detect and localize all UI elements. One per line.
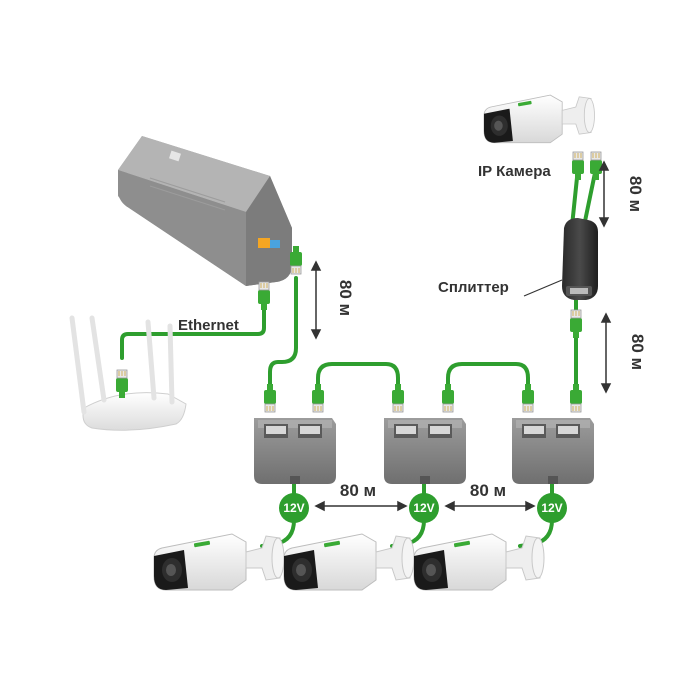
rj45-connector-icon: [311, 383, 325, 413]
power-badge: 12V: [279, 493, 309, 523]
poe-extender-icon: [512, 418, 594, 484]
power-badge-label: 12V: [283, 501, 304, 515]
rj45-connector-icon: [391, 383, 405, 413]
cable-extender2-extender3: [446, 362, 530, 394]
power-badge-label: 12V: [413, 501, 434, 515]
camera-icon: [153, 533, 285, 591]
rj45-connector-icon: [569, 383, 583, 413]
cable-switch-extender1: [268, 276, 298, 394]
poe-extender-icon: [254, 418, 336, 484]
camera-icon: [483, 94, 595, 144]
distance-label-vertical-right: 80 м: [628, 334, 647, 370]
splitter-icon: [562, 218, 598, 300]
rj45-connector-icon: [263, 383, 277, 413]
cable-router-switch: [120, 298, 266, 360]
power-badge-label: 12V: [541, 501, 562, 515]
poe-extender-icon: [384, 418, 466, 484]
cable-extender1-extender2: [316, 362, 400, 394]
ethernet-label: Ethernet: [178, 317, 239, 334]
poe-switch-icon: [118, 136, 292, 286]
splitter-label: Сплиттер: [438, 279, 509, 296]
power-badge: 12V: [537, 493, 567, 523]
distance-label-horizontal-2: 80 м: [470, 481, 506, 500]
power-badge: 12V: [409, 493, 439, 523]
distance-label-horizontal-1: 80 м: [340, 481, 376, 500]
rj45-connector-icon: [521, 383, 535, 413]
rj45-connector-icon: [257, 281, 271, 311]
rj45-connector-icon: [589, 151, 603, 181]
rj45-connector-icon: [569, 309, 583, 339]
distance-label-vertical-top: 80 м: [626, 176, 645, 212]
camera-icon: [283, 533, 415, 591]
camera-icon: [413, 533, 545, 591]
rj45-connector-icon: [441, 383, 455, 413]
router-icon: [69, 315, 187, 431]
splitter-pointer: [523, 279, 563, 297]
rj45-connector-icon: [571, 151, 585, 181]
ip-camera-label: IP Камера: [478, 163, 551, 180]
distance-arrows: [310, 160, 612, 512]
distance-label-vertical-left: 80 м: [336, 280, 355, 316]
